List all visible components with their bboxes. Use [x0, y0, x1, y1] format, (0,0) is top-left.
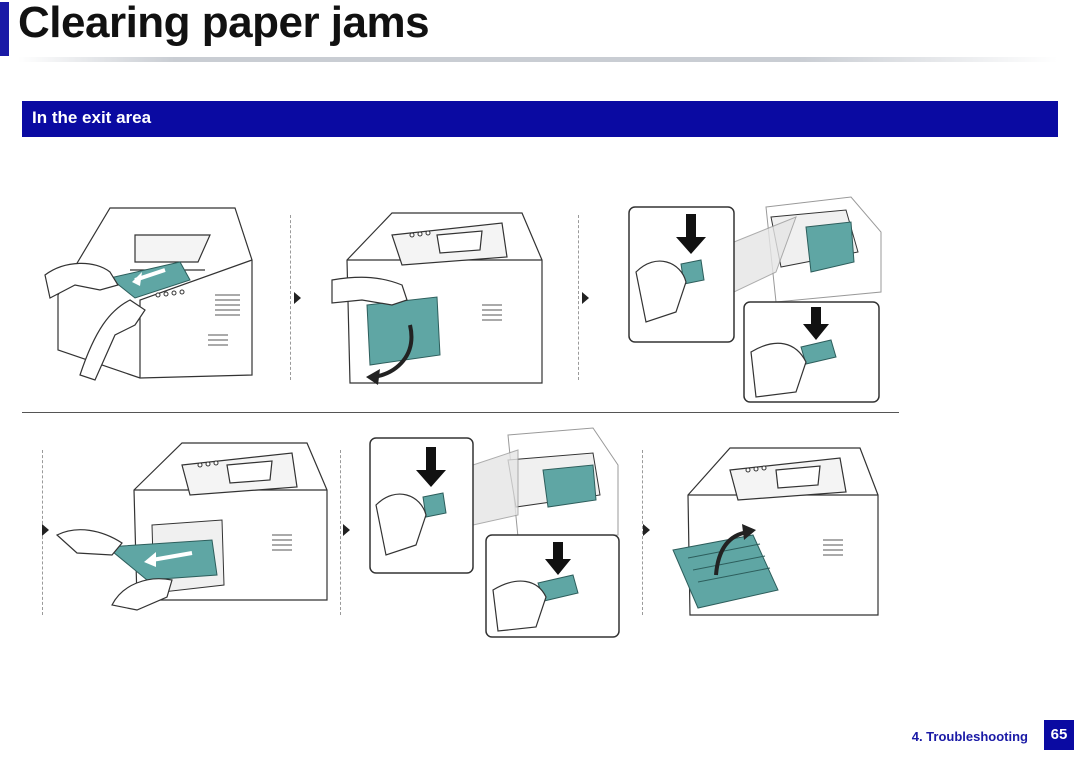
step-separator [290, 215, 291, 380]
section-header: In the exit area [22, 101, 1058, 137]
title-underline [18, 57, 1058, 62]
next-step-arrow [42, 524, 49, 536]
open-arrow [373, 324, 414, 379]
jammed-paper [108, 261, 191, 299]
step-3-illustration [628, 196, 882, 403]
step-separator [642, 450, 643, 615]
hand [331, 276, 408, 306]
title-accent-bar [0, 2, 9, 56]
step-2-illustration [331, 212, 543, 385]
next-step-arrow [582, 292, 589, 304]
row-divider [22, 412, 899, 413]
step-separator [340, 450, 341, 615]
hand-right [79, 299, 146, 381]
step-6-illustration [672, 447, 879, 616]
next-step-arrow [343, 524, 350, 536]
section-title: In the exit area [32, 108, 152, 127]
page-title: Clearing paper jams [18, 0, 430, 47]
hand-lower [111, 578, 173, 611]
step-separator [578, 215, 579, 380]
next-step-arrow [294, 292, 301, 304]
step-1-illustration [44, 207, 253, 381]
hand-left [44, 262, 119, 299]
next-step-arrow [643, 524, 650, 536]
rear-cover-open [672, 534, 779, 609]
hand-upper [55, 529, 123, 556]
step-4-illustration [55, 442, 328, 611]
step-5-illustration [369, 427, 620, 638]
rear-cover [366, 296, 441, 366]
footer-chapter-label: 4. Troubleshooting [911, 729, 1028, 744]
page-number-badge: 65 [1044, 720, 1074, 750]
